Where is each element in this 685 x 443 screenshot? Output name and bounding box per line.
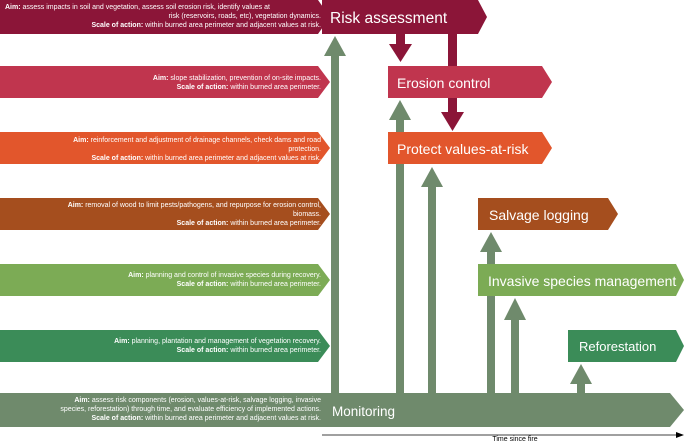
monitoring-aim-line-1: Aim: assess risk components (erosion, va…: [74, 397, 321, 404]
salvage-logging-box: [478, 198, 618, 230]
protect-values-title: Protect values-at-risk: [397, 141, 529, 157]
time-axis-arrowhead: [676, 432, 684, 438]
monitoring-title: Monitoring: [332, 404, 395, 419]
aim-band-risk-assessment: [0, 0, 330, 34]
monitoring-scale: Scale of action: within burned area peri…: [91, 415, 321, 422]
salvage-logging-scale: Scale of action: within burned area peri…: [177, 220, 321, 227]
protect-values-aim-line-1: Aim: reinforcement and adjustment of dra…: [73, 137, 321, 144]
aim-band-reforestation: [0, 330, 330, 362]
up-arrow-to-reforestation: [570, 364, 592, 393]
protect-values-box: [388, 132, 552, 164]
erosion-control-box: [388, 66, 552, 98]
down-arrow-to-erosion-control: [389, 34, 412, 62]
erosion-control-title: Erosion control: [397, 75, 490, 91]
reforestation-box: [568, 330, 684, 362]
invasive-species-title: Invasive species management: [488, 273, 676, 289]
protect-values-scale: Scale of action: within burned area peri…: [91, 155, 321, 162]
monitoring-band: [0, 393, 684, 427]
risk-assessment-box: [322, 0, 487, 34]
erosion-control-aim: Aim: slope stabilization, prevention of …: [153, 75, 321, 82]
aim-band-erosion-control: [0, 66, 330, 98]
risk-assessment-title: Risk assessment: [330, 10, 448, 27]
risk-assessment-scale: Scale of action: within burned area peri…: [91, 22, 321, 29]
up-arrow-to-protect-values: [421, 167, 443, 393]
aim-band-invasive-species: [0, 264, 330, 296]
risk-assessment-aim-line-1: Aim: assess impacts in soil and vegetati…: [5, 4, 270, 11]
salvage-logging-aim-line-2: biomass.: [293, 211, 321, 218]
monitoring-aim-line-2: species, reforestation) through time, an…: [60, 406, 321, 413]
reforestation-scale: Scale of action: within burned area peri…: [177, 347, 321, 354]
up-arrow-to-risk-assessment: [324, 36, 346, 393]
erosion-control-scale: Scale of action: within burned area peri…: [177, 84, 321, 91]
protect-values-aim-line-2: protection.: [288, 146, 321, 153]
reforestation-aim: Aim: planning, plantation and management…: [114, 338, 321, 345]
risk-assessment-aim-line-2: risk (reservoirs, roads, etc), vegetatio…: [169, 13, 322, 20]
reforestation-title: Reforestation: [579, 339, 656, 354]
invasive-species-aim: Aim: planning and control of invasive sp…: [128, 272, 321, 279]
invasive-species-box: [478, 264, 684, 296]
invasive-species-scale: Scale of action: within burned area peri…: [177, 281, 321, 288]
time-axis-label: Time since fire: [492, 436, 537, 443]
up-arrow-to-erosion-control: [389, 100, 411, 393]
aim-band-protect-values: [0, 132, 330, 164]
salvage-logging-aim-line-1: Aim: removal of wood to limit pests/path…: [68, 202, 321, 209]
aim-band-salvage-logging: [0, 198, 330, 230]
salvage-logging-title: Salvage logging: [489, 207, 589, 223]
up-arrow-to-invasive-species: [504, 298, 526, 393]
up-arrow-to-salvage-logging: [480, 232, 502, 393]
